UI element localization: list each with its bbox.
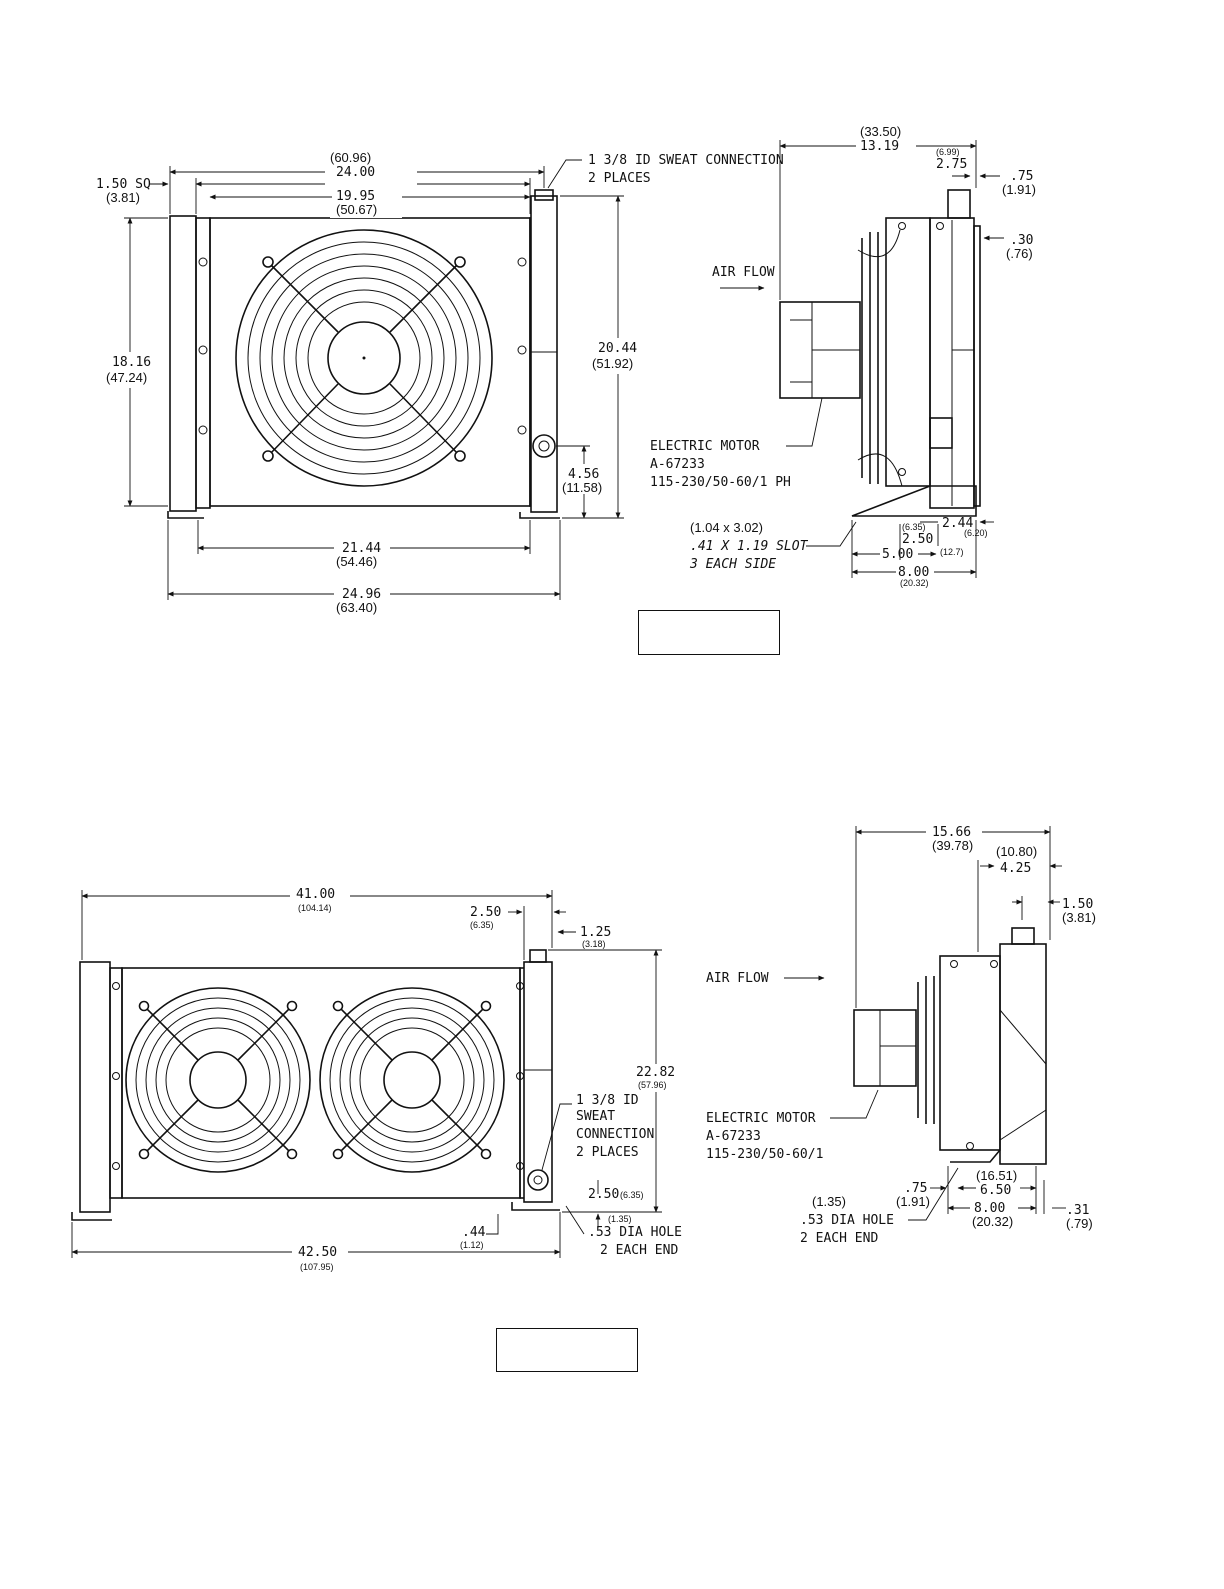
fan-guard-left-icon: [125, 987, 311, 1173]
s2-c-mm: (16.51): [976, 1168, 1017, 1183]
fig2-front-view: 41.00 (104.14) 2.50 (6.35) 1.25 (3.18) 2…: [71, 886, 682, 1272]
air-flow-label: AIR FLOW: [712, 265, 775, 280]
f2-a-in: 2.50: [470, 905, 501, 920]
fig2-side-view: 15.66 (39.78) (10.80) 4.25 1.50 (3.81) A…: [706, 822, 1096, 1246]
side-e-in: 2.44: [942, 516, 973, 531]
s2-d-in: .75: [904, 1181, 927, 1196]
side-d-mm: (6.35): [902, 522, 926, 532]
s2-hole: .53 DIA HOLE: [800, 1213, 894, 1228]
f2-conn-line2: SWEAT: [576, 1109, 615, 1124]
slot-mm: (1.04 x 3.02): [690, 520, 763, 535]
dim-height-mm: (47.24): [106, 370, 147, 385]
s2-a-in: 4.25: [1000, 861, 1031, 876]
side-b-mm: (1.91): [1002, 182, 1036, 197]
f2-hole-each: 2 EACH END: [600, 1243, 678, 1258]
f2-b-mm: (3.18): [582, 939, 606, 949]
figure2-caption-box: [496, 1328, 638, 1372]
dim-mount-width-mm: (54.46): [336, 554, 377, 569]
f2-height-in: 22.82: [636, 1065, 675, 1080]
f2-width-in: 41.00: [296, 887, 335, 902]
s2-a-mm: (10.80): [996, 844, 1037, 859]
f2-c-mm: (6.35): [620, 1190, 644, 1200]
dim-height-in: 18.16: [112, 355, 151, 370]
side-f-in: 5.00: [882, 547, 913, 562]
f2-e-mm: (1.12): [460, 1240, 484, 1250]
s2-depth-mm: (39.78): [932, 838, 973, 853]
dim-mount-width-in: 21.44: [342, 541, 381, 556]
side-f-mm: (12.7): [940, 547, 964, 557]
fan-guard-right-icon: [319, 987, 505, 1173]
f2-conn-line1: 1 3/8 ID: [576, 1093, 639, 1108]
slot-each: 3 EACH SIDE: [689, 557, 776, 572]
dim-base-width-mm: (63.40): [336, 600, 377, 615]
f2-a-mm: (6.35): [470, 920, 494, 930]
motor-label-line2: A-67233: [650, 457, 705, 472]
side-g-mm: (20.32): [900, 578, 929, 588]
side-d-in: 2.50: [902, 532, 933, 547]
f2-base-in: 42.50: [298, 1245, 337, 1260]
f2-d-mm: (1.35): [608, 1214, 632, 1224]
dim-width-mm: (60.96): [330, 150, 371, 165]
dim-core-width-in: 19.95: [336, 189, 375, 204]
f2-height-mm: (57.96): [638, 1080, 667, 1090]
f2-conn-line3: CONNECTION: [576, 1127, 654, 1142]
f2-conn-line4: 2 PLACES: [576, 1145, 639, 1160]
dim-width-in: 24.00: [336, 165, 375, 180]
slot-in: .41 X 1.19 SLOT: [690, 539, 809, 554]
motor-label-line3: 115-230/50-60/1 PH: [650, 475, 791, 490]
s2-e-mm: (1.35): [812, 1194, 846, 1209]
connection-label-line1: 1 3/8 ID SWEAT CONNECTION: [588, 153, 784, 168]
side-a-in: 2.75: [936, 157, 967, 172]
dim-base-width-in: 24.96: [342, 587, 381, 602]
dim-core-width-mm: (50.67): [336, 202, 377, 217]
side-depth-mm: (33.50): [860, 124, 901, 139]
dim-tube-sq-in: 1.50 SQ: [96, 177, 151, 192]
dim-total-height-mm: (51.92): [592, 356, 633, 371]
s2-motor-line1: ELECTRIC MOTOR: [706, 1111, 816, 1126]
motor-label-line1: ELECTRIC MOTOR: [650, 439, 760, 454]
s2-g-in: .31: [1066, 1203, 1089, 1218]
s2-f-mm: (20.32): [972, 1214, 1013, 1229]
dim-conn-height-mm: (11.58): [562, 480, 602, 495]
f2-c-in: 2.50: [588, 1187, 619, 1202]
side-e-mm: (6.20): [964, 528, 988, 538]
f2-base-mm: (107.95): [300, 1262, 334, 1272]
f2-b-in: 1.25: [580, 925, 611, 940]
side-g-in: 8.00: [898, 565, 929, 580]
side-c-mm: (.76): [1006, 246, 1033, 261]
fan-guard-icon: [235, 229, 493, 487]
s2-air-flow: AIR FLOW: [706, 971, 769, 986]
connection-label-line2: 2 PLACES: [588, 171, 651, 186]
f2-width-mm: (104.14): [298, 903, 332, 913]
s2-motor-line2: A-67233: [706, 1129, 761, 1144]
s2-b-in: 1.50: [1062, 897, 1093, 912]
fig1-side-view: (33.50) 13.19 (6.99) 2.75 .75 (1.91) .30…: [650, 124, 1036, 588]
dim-tube-sq-mm: (3.81): [106, 190, 140, 205]
s2-depth-in: 15.66: [932, 825, 971, 840]
figure1-caption-box: [638, 610, 780, 655]
dim-conn-height-in: 4.56: [568, 467, 599, 482]
s2-b-mm: (3.81): [1062, 910, 1096, 925]
s2-hole-each: 2 EACH END: [800, 1231, 878, 1246]
s2-c-in: 6.50: [980, 1183, 1011, 1198]
s2-g-mm: (.79): [1066, 1216, 1093, 1231]
f2-e-in: .44: [462, 1225, 486, 1240]
dim-total-height-in: 20.44: [598, 341, 637, 356]
s2-f-in: 8.00: [974, 1201, 1005, 1216]
side-depth-in: 13.19: [860, 139, 899, 154]
side-b-in: .75: [1010, 169, 1033, 184]
side-c-in: .30: [1010, 233, 1033, 248]
s2-d-mm: (1.91): [896, 1194, 930, 1209]
side-a-mm: (6.99): [936, 147, 960, 157]
fig1-front-view: (60.96) 24.00 19.95 (50.67) 1.50 SQ (3.8…: [96, 150, 784, 615]
s2-motor-line3: 115-230/50-60/1: [706, 1147, 823, 1162]
f2-hole: .53 DIA HOLE: [588, 1225, 682, 1240]
